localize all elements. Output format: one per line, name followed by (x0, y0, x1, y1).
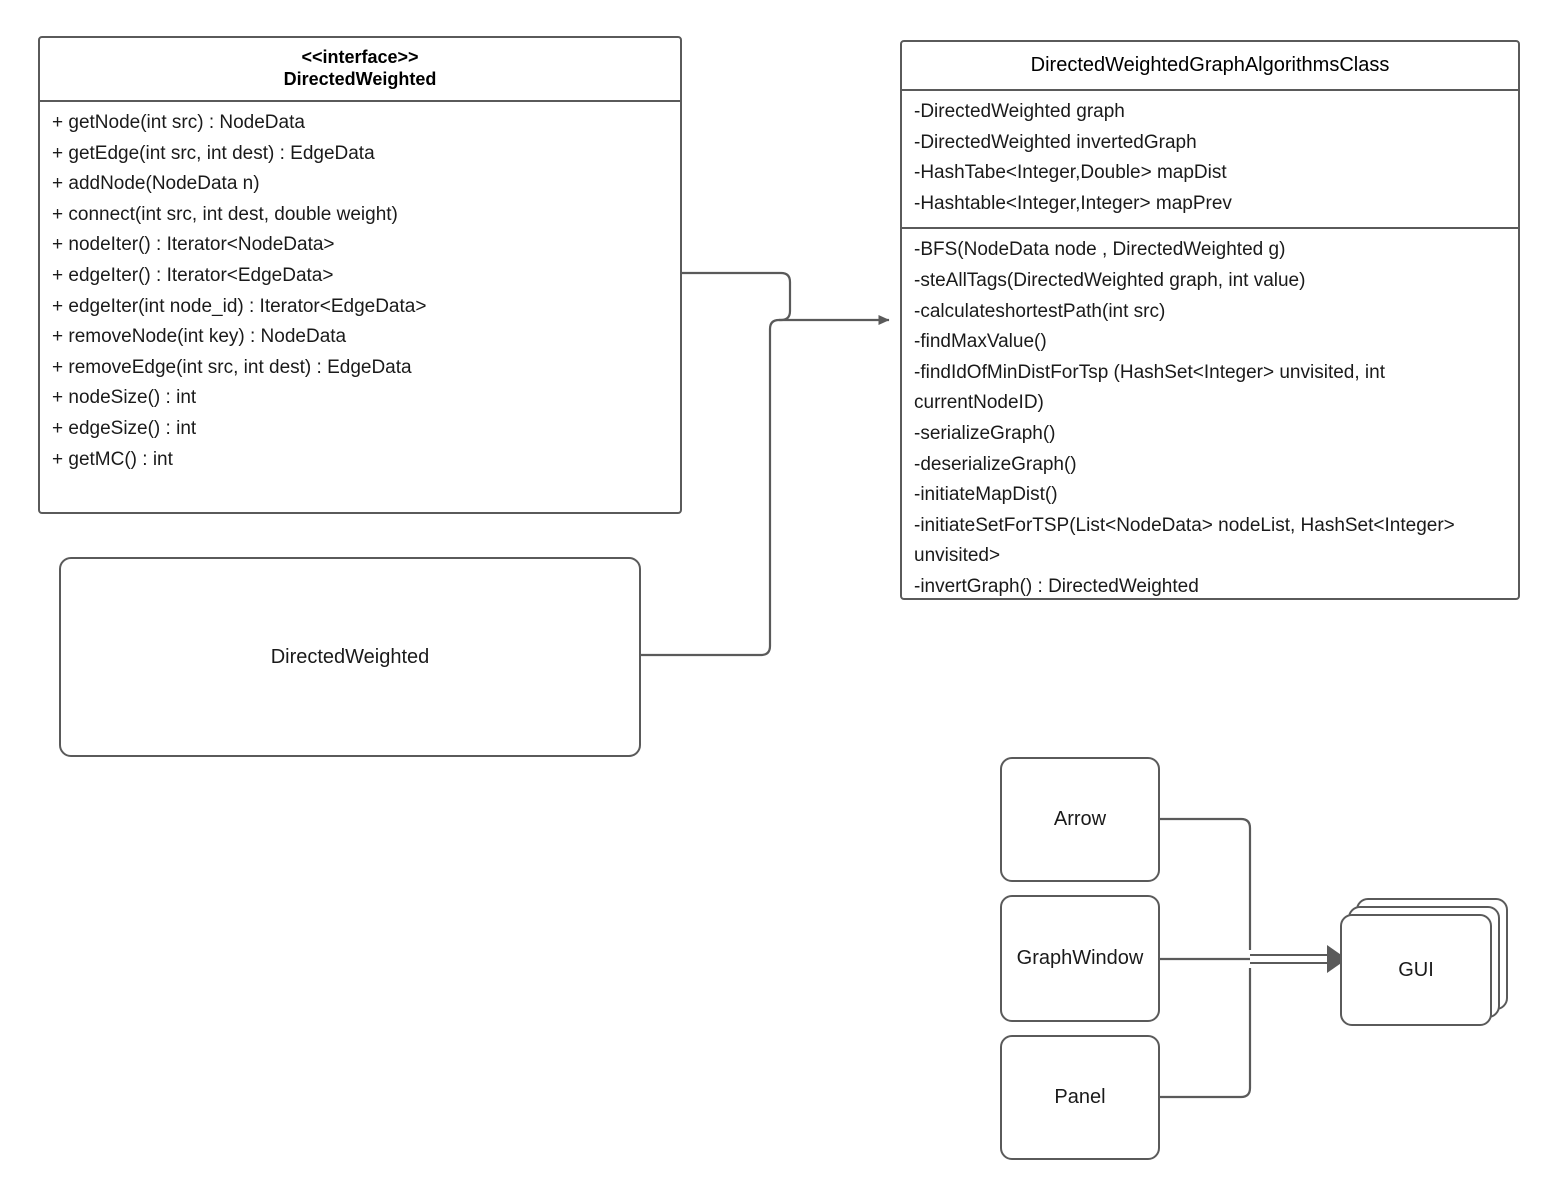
method-row: -initiateSetForTSP(List<NodeData> nodeLi… (914, 514, 1455, 567)
attribute-row: -DirectedWeighted graph (914, 101, 1125, 122)
gui-source-box-panel[interactable]: Panel (1000, 1035, 1160, 1160)
interface-class-name: DirectedWeighted (283, 69, 437, 89)
algorithms-attributes-compartment: -DirectedWeighted graph -DirectedWeighte… (902, 91, 1518, 227)
method-row: + edgeIter(int node_id) : Iterator<EdgeD… (52, 295, 427, 317)
method-row: -BFS(NodeData node , DirectedWeighted g) (914, 239, 1286, 261)
method-row: + connect(int src, int dest, double weig… (52, 203, 398, 225)
attribute-row: -DirectedWeighted invertedGraph (914, 131, 1197, 153)
gui-stack-layer-front[interactable]: GUI (1340, 914, 1492, 1026)
gui-source-box-graphwindow[interactable]: GraphWindow (1000, 895, 1160, 1022)
algorithms-methods-compartment: -BFS(NodeData node , DirectedWeighted g)… (902, 227, 1518, 610)
method-row: -serializeGraph() (914, 422, 1056, 444)
interface-class-header: <<interface>> DirectedWeighted (40, 38, 680, 102)
interface-stereotype: <<interface>> (301, 47, 419, 67)
gui-source-label-panel: Panel (1054, 1086, 1106, 1108)
gui-source-label-graphwindow: GraphWindow (1016, 947, 1144, 969)
method-row: -initiateMapDist() (914, 484, 1058, 506)
method-row: -findIdOfMinDistForTsp (HashSet<Integer>… (914, 361, 1385, 414)
gui-target-label: GUI (1398, 958, 1434, 981)
algorithms-class-name: DirectedWeightedGraphAlgorithmsClass (1030, 54, 1390, 76)
method-row: + addNode(NodeData n) (52, 173, 260, 195)
gui-source-label-arrow: Arrow (1053, 808, 1107, 830)
implementation-class-box[interactable]: DirectedWeighted (59, 557, 641, 757)
gui-source-box-arrow[interactable]: Arrow (1000, 757, 1160, 882)
method-row: + nodeIter() : Iterator<NodeData> (52, 234, 335, 256)
method-row: + removeNode(int key) : NodeData (52, 326, 347, 348)
algorithms-class-header: DirectedWeightedGraphAlgorithmsClass (902, 42, 1518, 91)
gui-target-stack[interactable]: GUI (1340, 898, 1510, 1026)
method-row: -deserializeGraph() (914, 453, 1077, 475)
method-row: -calculateshortestPath(int src) (914, 300, 1166, 322)
attribute-row: -Hashtable<Integer,Integer> mapPrev (914, 192, 1232, 214)
connector-interface-to-algorithms (682, 271, 792, 322)
method-row: + getNode(int src) : NodeData (52, 112, 305, 133)
method-row: + edgeSize() : int (52, 417, 197, 439)
method-row: -findMaxValue() (914, 331, 1047, 353)
method-row: + edgeIter() : Iterator<EdgeData> (52, 264, 334, 286)
interface-methods-compartment: + getNode(int src) : NodeData + getEdge(… (40, 102, 680, 483)
method-row: + removeEdge(int src, int dest) : EdgeDa… (52, 356, 412, 378)
implementation-class-label: DirectedWeighted (270, 645, 430, 668)
attribute-row: -HashTabe<Integer,Double> mapDist (914, 162, 1227, 184)
connector-panel-to-gui (1160, 968, 1252, 1099)
method-row: + nodeSize() : int (52, 387, 197, 409)
method-row: + getMC() : int (52, 448, 173, 470)
interface-class-box[interactable]: <<interface>> DirectedWeighted + getNode… (38, 36, 682, 514)
method-row: + getEdge(int src, int dest) : EdgeData (52, 142, 375, 164)
connector-arrow-to-gui (1160, 817, 1252, 950)
method-row: -steAllTags(DirectedWeighted graph, int … (914, 269, 1306, 291)
algorithms-class-box[interactable]: DirectedWeightedGraphAlgorithmsClass -Di… (900, 40, 1520, 600)
method-row: -invertGraph() : DirectedWeighted (914, 575, 1199, 597)
